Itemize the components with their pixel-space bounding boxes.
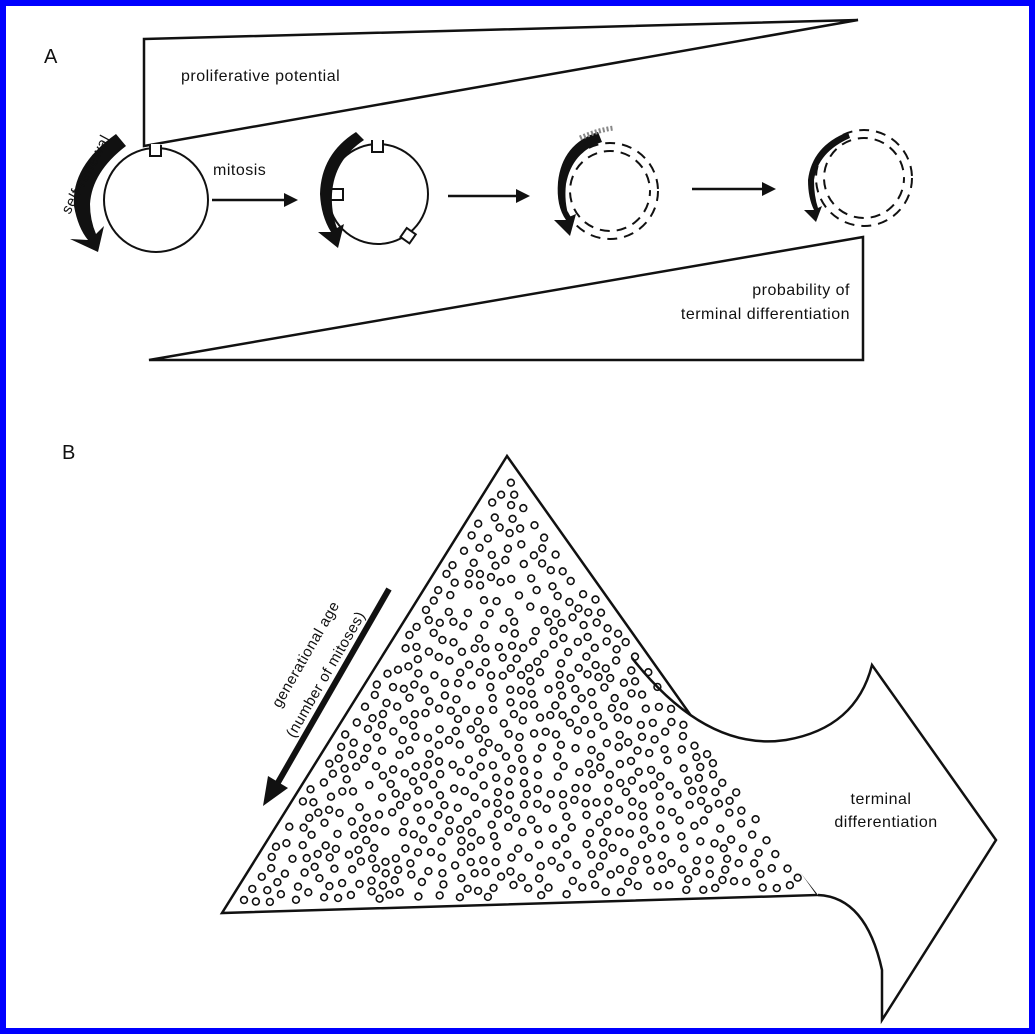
progression-arrow-2 xyxy=(692,182,776,196)
progression-arrow-1 xyxy=(448,189,530,203)
stem-cell-1 xyxy=(104,144,208,252)
probability-label-line1: probability of xyxy=(566,282,850,300)
terminal-differentiation-label-line2: differentiation xyxy=(821,814,951,832)
mitosis-label: mitosis xyxy=(213,162,266,180)
panel-b-letter: B xyxy=(62,442,75,465)
stem-cell-diagram xyxy=(6,6,1029,1028)
terminal-differentiation-label-line1: terminal xyxy=(821,791,941,809)
mitosis-arrow xyxy=(212,193,298,207)
proliferative-potential-label: proliferative potential xyxy=(181,68,340,86)
figure-frame: A proliferative potential mitosis self-r… xyxy=(6,6,1029,1028)
probability-label-line2: terminal differentiation xyxy=(566,306,850,324)
panel-a-letter: A xyxy=(44,46,57,69)
